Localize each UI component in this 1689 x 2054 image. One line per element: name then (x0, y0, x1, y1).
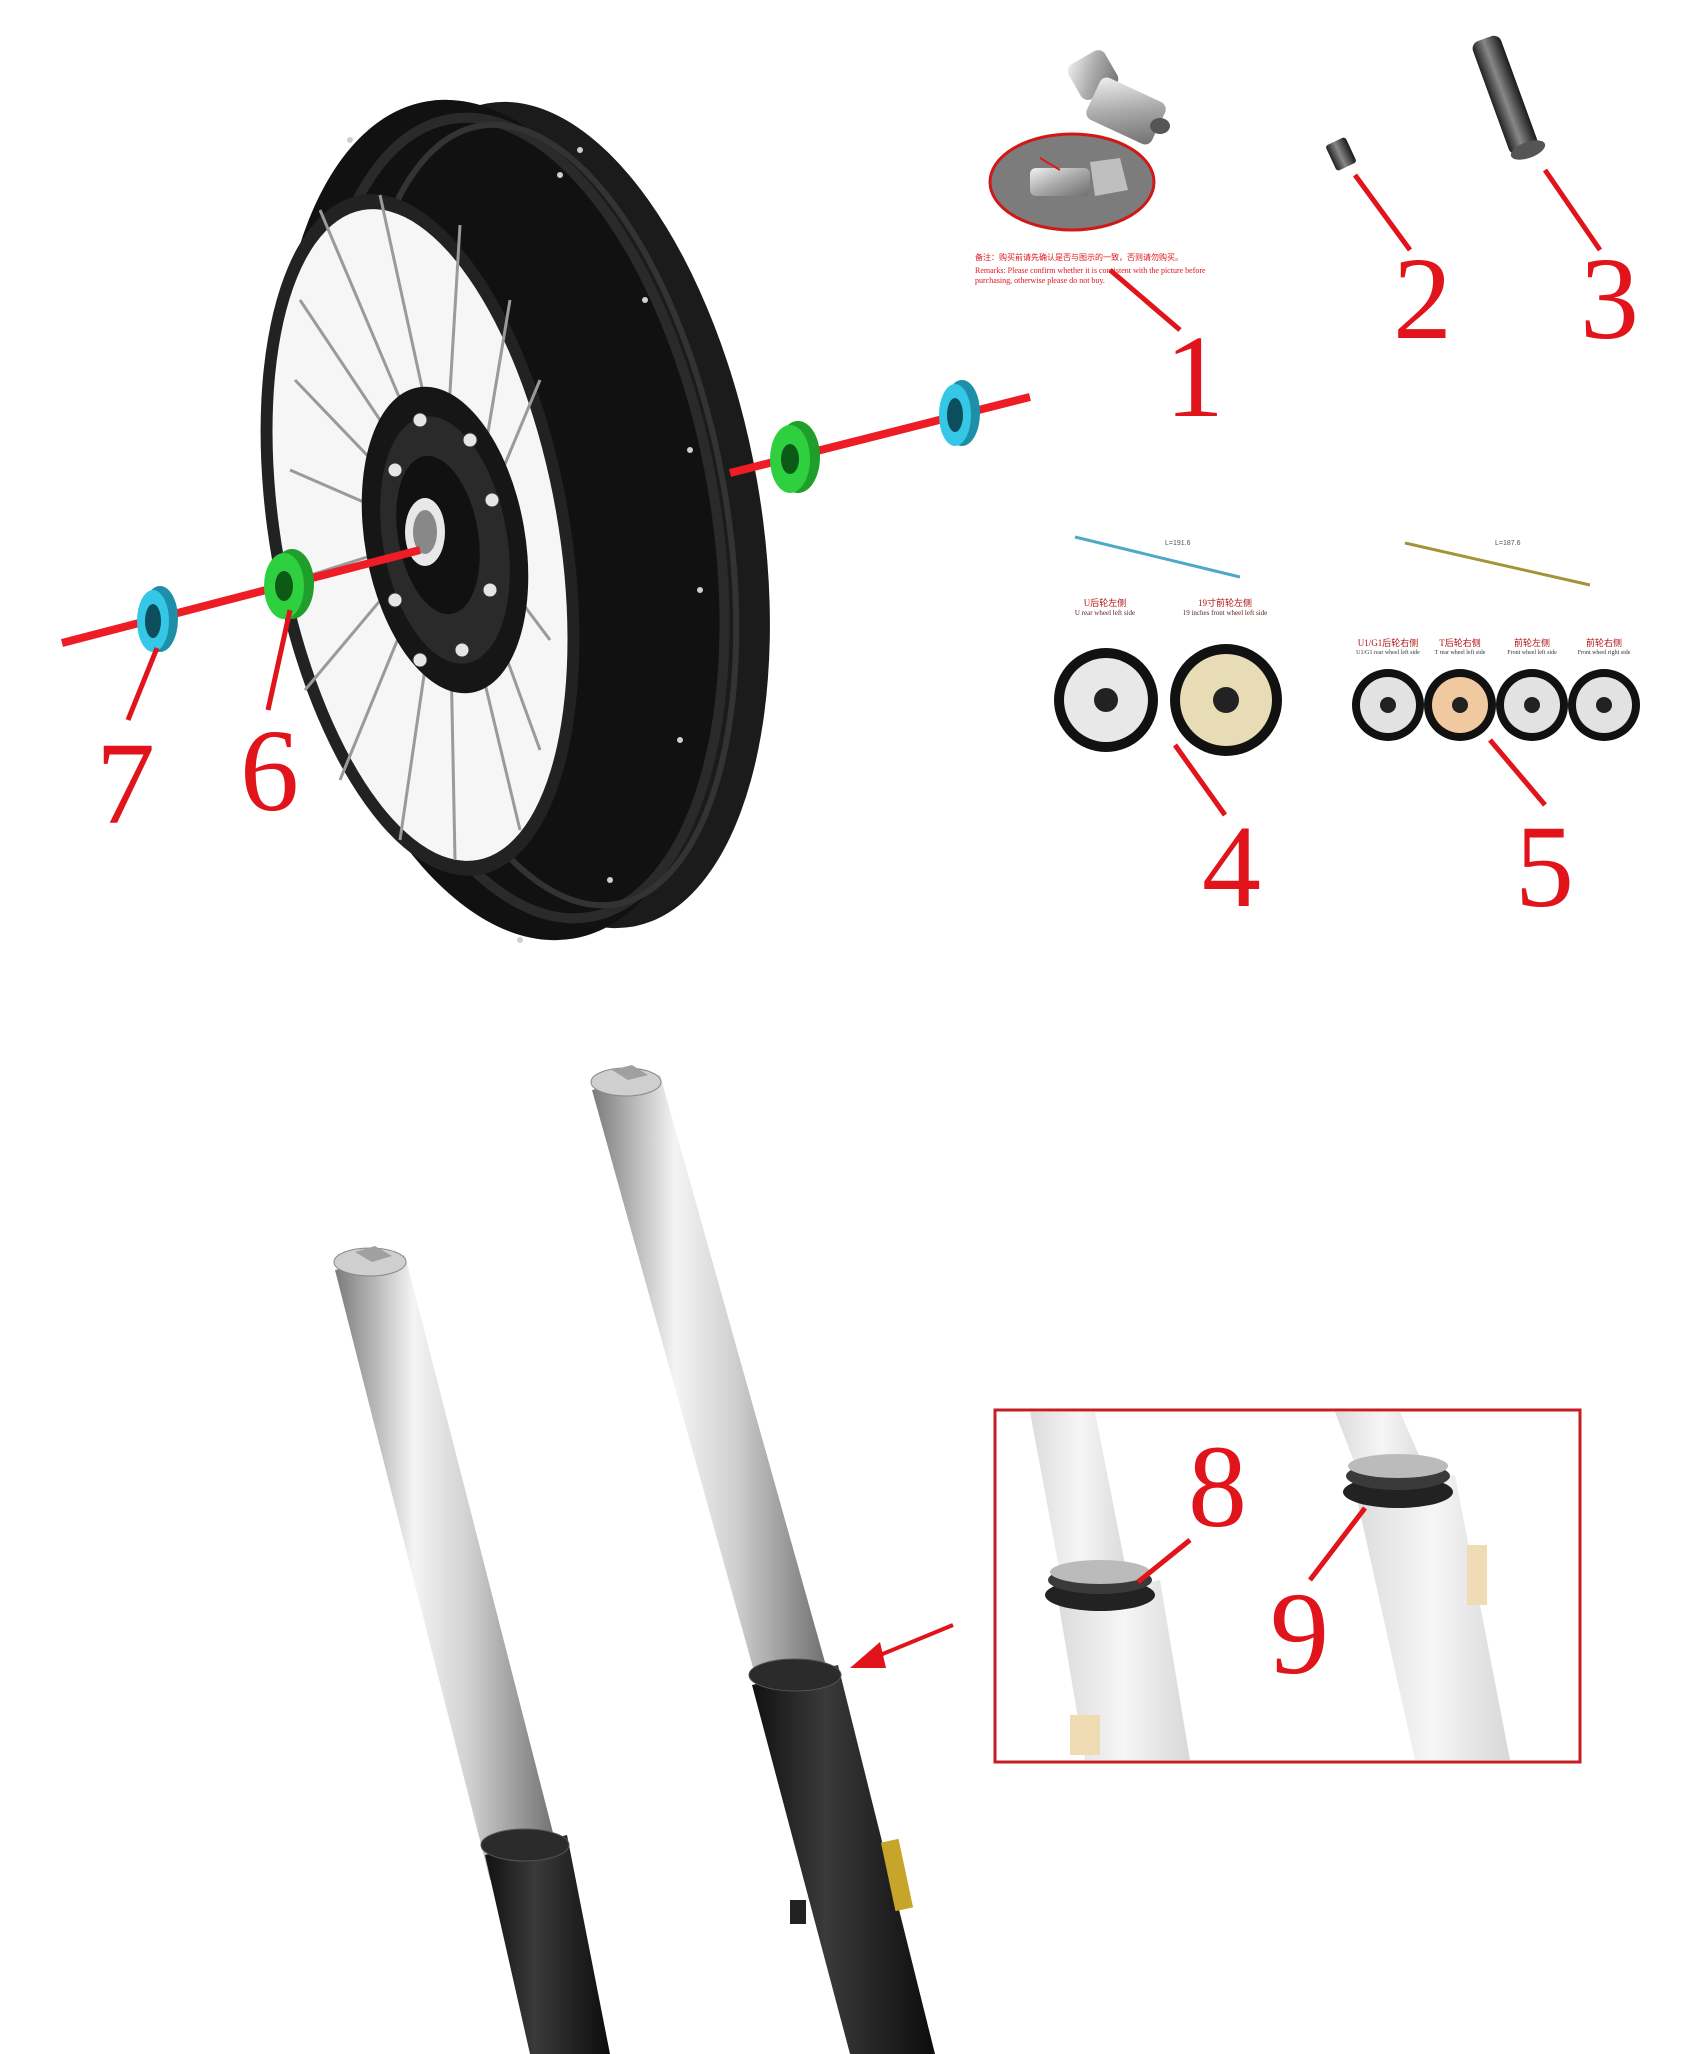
wheel-hub (361, 386, 529, 694)
wheel-thumb-4 (1424, 669, 1496, 741)
label-t-rear-cn: T后轮右侧 (1439, 638, 1481, 648)
label-front-left-en: Front wheel left side (1507, 650, 1557, 656)
remarks-en: Remarks: Please confirm whether it is co… (975, 266, 1206, 285)
label-19-front-cn: 19寸前轮左侧 (1197, 598, 1252, 608)
spacer-right (939, 380, 980, 446)
leader-lines (125, 168, 1603, 1584)
wheel-thumb-3 (1352, 669, 1424, 741)
label-u1g1-rear-cn: U1/G1后轮右侧 (1357, 638, 1419, 648)
spoke-nipple-long (1472, 35, 1546, 160)
wheel-thumb-6 (1568, 669, 1640, 741)
label-front-left-cn: 前轮左侧 (1513, 638, 1550, 648)
valve-photo (988, 132, 1156, 232)
spoke-left (1074, 535, 1241, 579)
callout-6: 6 (240, 705, 299, 836)
bearing-left (264, 549, 314, 619)
callout-3: 3 (1580, 233, 1639, 364)
label-t-rear-en: T rear wheel left side (1434, 650, 1486, 656)
callout-5: 5 (1515, 801, 1574, 932)
callout-1: 1 (1165, 311, 1224, 442)
label-front-right-en: Front wheel right side (1577, 650, 1631, 656)
spacer-left (137, 586, 178, 652)
spoke-nipple-short (1326, 137, 1356, 171)
fork-left-leg (480, 1828, 610, 2054)
spoke-left-length: L=191.6 (1165, 540, 1191, 547)
valve-connector (1067, 50, 1170, 145)
wheel-thumb-1 (1054, 648, 1158, 752)
label-u-rear-en: U rear wheel left side (1074, 609, 1136, 617)
fork-right-tube (590, 1065, 830, 1700)
pointer-arrow (850, 1623, 954, 1668)
label-front-right-cn: 前轮右侧 (1585, 638, 1622, 648)
fork-right-leg (748, 1658, 935, 2054)
label-u-rear-cn: U后轮左侧 (1083, 598, 1127, 608)
rim-nipples (347, 137, 703, 943)
remarks-cn: 备注：购买前请先确认是否与图示的一致，否则请勿购买。 (975, 253, 1183, 262)
callout-4: 4 (1202, 801, 1261, 932)
seal-detail-inset (993, 1408, 1582, 1764)
spoke-right-length: L=187.6 (1495, 540, 1521, 547)
spoke-right (1404, 541, 1591, 587)
fork-left-tube (333, 1246, 560, 1880)
wheel-assembly (260, 99, 770, 943)
bearing-right (770, 421, 820, 493)
wheel-thumb-5 (1496, 669, 1568, 741)
callout-8: 8 (1188, 1421, 1247, 1552)
callout-2: 2 (1393, 233, 1452, 364)
label-u1g1-rear-en: U1/G1 rear wheel left side (1356, 650, 1420, 656)
callout-7: 7 (96, 718, 155, 849)
callout-9: 9 (1270, 1568, 1329, 1699)
wheel-thumb-2 (1170, 644, 1282, 756)
label-19-front-en: 19 inches front wheel left side (1182, 609, 1268, 617)
